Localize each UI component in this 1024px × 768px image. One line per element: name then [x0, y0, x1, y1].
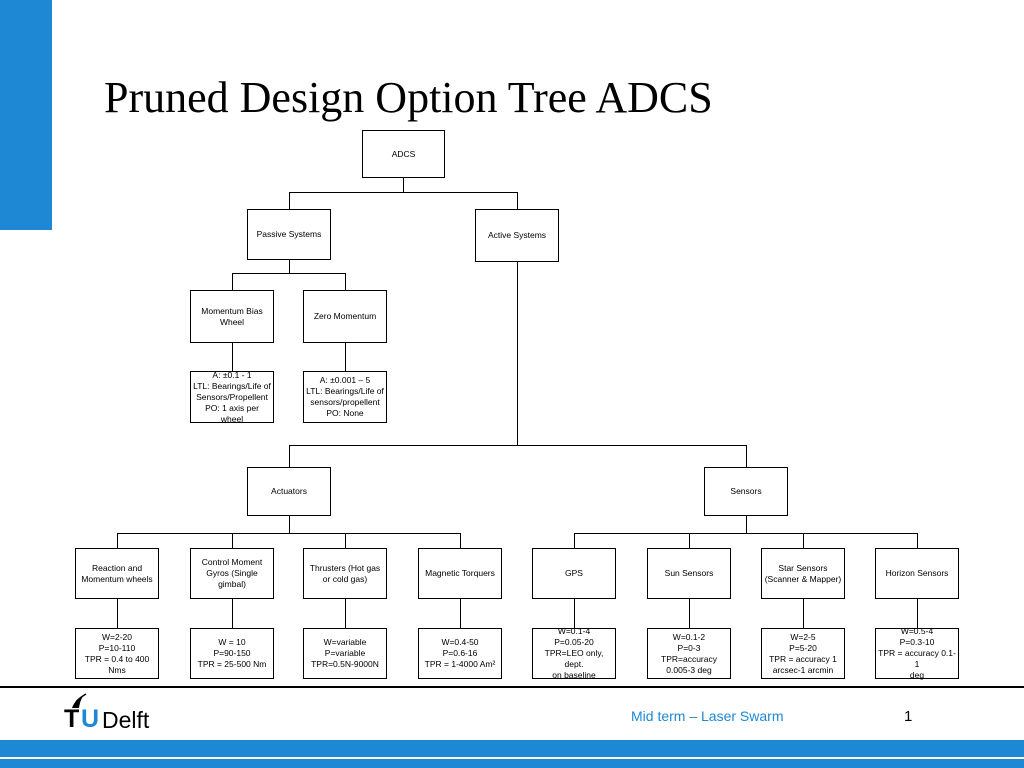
- footer-divider: [0, 686, 1024, 688]
- node-adcs: ADCS: [362, 130, 445, 178]
- spec-gps: W=0.1-4 P=0.05-20 TPR=LEO only, dept. on…: [532, 626, 616, 680]
- node-active-systems: Active Systems: [475, 209, 559, 262]
- node-zero-momentum: Zero Momentum: [303, 290, 387, 343]
- bottom-band-stripe: [0, 757, 1024, 759]
- spec-horizon-sensors: W=0.5-4 P=0.3-10 TPR = accuracy 0.1-1 de…: [875, 626, 959, 680]
- node-horizon-sensors: Horizon Sensors: [875, 548, 959, 599]
- spec-thrusters: W=variable P=variable TPR=0.5N-9000N: [303, 628, 387, 679]
- spec-magnetic-torquers: W=0.4-50 P=0.6-16 TPR = 1-4000 Am²: [418, 628, 502, 679]
- spec-sun-sensors: W=0.1-2 P=0-3 TPR=accuracy 0.005-3 deg: [647, 628, 731, 679]
- footer-presentation-title: Mid term – Laser Swarm: [631, 708, 784, 724]
- logo-letter-u: U: [81, 705, 100, 733]
- slide-title: Pruned Design Option Tree ADCS: [104, 73, 713, 122]
- node-control-moment-gyros: Control Moment Gyros (Single gimbal): [190, 548, 274, 599]
- spec-momentum-bias-wheel: A: ±0.1 - 1 LTL: Bearings/Life of Sensor…: [190, 370, 274, 424]
- node-reaction-momentum-wheels: Reaction and Momentum wheels: [75, 548, 159, 599]
- node-magnetic-torquers: Magnetic Torquers: [418, 548, 502, 599]
- tudelft-logo: T U Delft: [62, 693, 172, 735]
- node-sensors: Sensors: [704, 467, 788, 516]
- logo-word-delft: Delft: [102, 707, 150, 733]
- logo-letter-t: T: [64, 705, 80, 733]
- flame-icon: [72, 693, 87, 708]
- spec-control-moment-gyros: W = 10 P=90-150 TPR = 25-500 Nm: [190, 628, 274, 679]
- node-gps: GPS: [532, 548, 616, 599]
- node-momentum-bias-wheel: Momentum Bias Wheel: [190, 290, 274, 343]
- bottom-brand-band: [0, 740, 1024, 768]
- node-passive-systems: Passive Systems: [247, 209, 331, 260]
- spec-zero-momentum: A: ±0.001 – 5 LTL: Bearings/Life of sens…: [303, 371, 387, 423]
- node-star-sensors: Star Sensors (Scanner & Mapper): [761, 548, 845, 599]
- node-actuators: Actuators: [247, 467, 331, 516]
- spec-reaction-momentum-wheels: W=2-20 P=10-110 TPR = 0.4 to 400 Nms: [75, 628, 159, 679]
- side-accent-bar: [0, 0, 52, 230]
- node-thrusters: Thrusters (Hot gas or cold gas): [303, 548, 387, 599]
- page-number: 1: [904, 708, 913, 725]
- spec-star-sensors: W=2-5 P=5-20 TPR = accuracy 1 arcsec-1 a…: [761, 628, 845, 679]
- node-sun-sensors: Sun Sensors: [647, 548, 731, 599]
